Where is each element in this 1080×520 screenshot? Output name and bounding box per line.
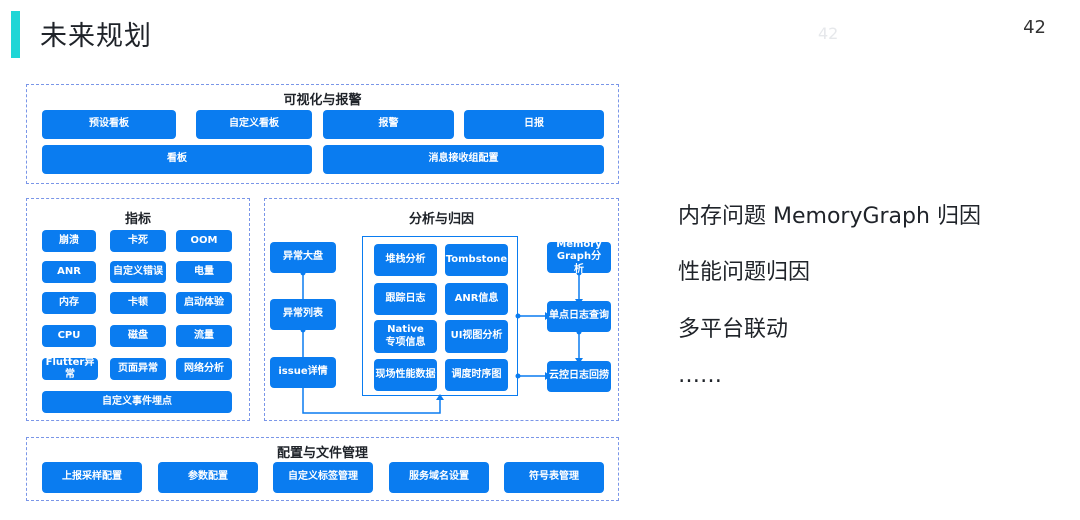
metric-oom[interactable]: OOM <box>176 230 232 252</box>
metric-cpu[interactable]: CPU <box>42 325 96 347</box>
analysis-panel-title: 分析与归因 <box>408 212 474 227</box>
visualization-panel-title: 可视化与报警 <box>283 93 362 108</box>
sampling-config-button[interactable]: 上报采样配置 <box>42 462 142 493</box>
custom-tag-management-button[interactable]: 自定义标签管理 <box>273 462 373 493</box>
metric-startup[interactable]: 启动体验 <box>176 292 232 314</box>
symbol-table-management-button[interactable]: 符号表管理 <box>504 462 604 493</box>
metric-freeze[interactable]: 卡死 <box>110 230 166 252</box>
metric-network[interactable]: 网络分析 <box>176 358 232 380</box>
cloud-log-retrieval-button[interactable]: 云控日志回捞 <box>547 361 611 392</box>
page-number: 42 <box>1023 17 1046 38</box>
trace-log-button[interactable]: 跟踪日志 <box>374 283 437 315</box>
ui-view-analysis-button[interactable]: UI视图分析 <box>445 320 508 353</box>
metric-custom-event[interactable]: 自定义事件埋点 <box>42 391 232 413</box>
visualization-panel: 可视化与报警 预设看板 自定义看板 报警 日报 看板 消息接收组配置 <box>26 84 619 184</box>
preset-dashboard-button[interactable]: 预设看板 <box>42 110 176 139</box>
bullet-performance: 性能问题归因 <box>678 260 811 285</box>
metric-jank[interactable]: 卡顿 <box>110 292 166 314</box>
watermark: 42 <box>818 24 839 43</box>
memory-graph-analysis-button[interactable]: Memory Graph分析 <box>547 239 611 275</box>
metric-anr[interactable]: ANR <box>42 261 96 283</box>
metric-traffic[interactable]: 流量 <box>176 325 232 347</box>
onsite-performance-data-button[interactable]: 现场性能数据 <box>374 359 437 391</box>
metric-page-error[interactable]: 页面异常 <box>110 358 166 380</box>
metric-disk[interactable]: 磁盘 <box>110 325 166 347</box>
scheduling-timeline-button[interactable]: 调度时序图 <box>445 359 508 391</box>
metrics-panel: 指标 崩溃 卡死 OOM ANR 自定义错误 电量 内存 卡顿 启动体验 CPU… <box>26 198 250 421</box>
service-domain-setting-button[interactable]: 服务域名设置 <box>389 462 489 493</box>
config-panel-title: 配置与文件管理 <box>276 446 368 461</box>
anomaly-list-button[interactable]: 异常列表 <box>270 299 336 330</box>
anomaly-overview-button[interactable]: 异常大盘 <box>270 242 336 273</box>
daily-report-button[interactable]: 日报 <box>464 110 604 139</box>
metric-memory[interactable]: 内存 <box>42 292 96 314</box>
single-log-query-button[interactable]: 单点日志查询 <box>547 301 611 332</box>
metric-flutter-error[interactable]: Flutter异常 <box>42 357 98 380</box>
alert-button[interactable]: 报警 <box>323 110 454 139</box>
analysis-panel: 分析与归因 <box>264 198 619 421</box>
native-special-info-button[interactable]: Native专项信息 <box>374 320 437 353</box>
anr-info-button[interactable]: ANR信息 <box>445 283 508 315</box>
bullet-multiplatform: 多平台联动 <box>678 317 789 342</box>
metric-battery[interactable]: 电量 <box>176 261 232 283</box>
metric-crash[interactable]: 崩溃 <box>42 230 96 252</box>
bullet-memory-graph: 内存问题 MemoryGraph 归因 <box>678 204 981 229</box>
bullet-ellipsis: …… <box>678 363 722 388</box>
custom-dashboard-button[interactable]: 自定义看板 <box>196 110 312 139</box>
parameter-config-button[interactable]: 参数配置 <box>158 462 258 493</box>
issue-detail-button[interactable]: issue详情 <box>270 357 336 388</box>
metric-custom-error[interactable]: 自定义错误 <box>110 261 166 283</box>
tombstone-button[interactable]: Tombstone <box>445 244 508 276</box>
message-group-config-button[interactable]: 消息接收组配置 <box>323 145 604 174</box>
page-title: 未来规划 <box>40 21 152 52</box>
title-accent-bar <box>11 11 20 58</box>
config-panel: 配置与文件管理 上报采样配置 参数配置 自定义标签管理 服务域名设置 符号表管理 <box>26 437 619 501</box>
dashboard-button[interactable]: 看板 <box>42 145 312 174</box>
metrics-panel-title: 指标 <box>124 212 151 227</box>
stack-analysis-button[interactable]: 堆栈分析 <box>374 244 437 276</box>
